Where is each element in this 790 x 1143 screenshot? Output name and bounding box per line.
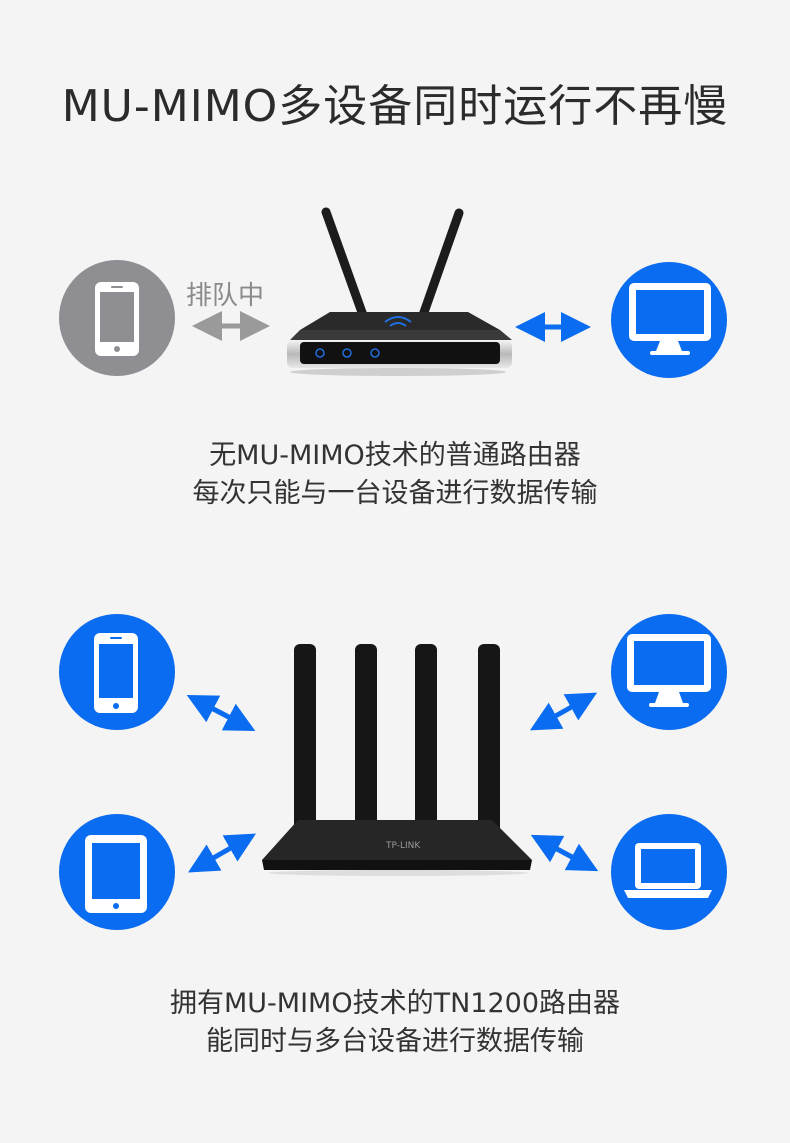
page-title: MU-MIMO多设备同时运行不再慢 xyxy=(61,81,729,132)
monitor-icon xyxy=(611,262,727,378)
tablet-icon xyxy=(59,814,175,930)
monitor-icon xyxy=(611,614,727,730)
smartphone-waiting-icon xyxy=(59,260,175,376)
router-standard-icon xyxy=(287,207,512,376)
caption-line: 拥有MU-MIMO技术的TN1200路由器 xyxy=(169,988,620,1019)
transfer-arrow xyxy=(529,692,598,731)
caption-line: 能同时与多台设备进行数据传输 xyxy=(206,1026,584,1057)
laptop-icon xyxy=(611,814,727,930)
standard-router-caption: 无MU-MIMO技术的普通路由器 每次只能与一台设备进行数据传输 xyxy=(0,437,790,513)
smartphone-icon xyxy=(59,614,175,730)
transfer-arrow xyxy=(186,695,256,731)
caption-line: 每次只能与一台设备进行数据传输 xyxy=(192,478,598,509)
svg-text:TP-LINK: TP-LINK xyxy=(385,841,421,851)
router-tn1200-icon: TP-LINK xyxy=(262,644,532,876)
tn1200-router-caption: 拥有MU-MIMO技术的TN1200路由器 能同时与多台设备进行数据传输 xyxy=(0,985,790,1061)
transfer-arrow xyxy=(187,833,257,873)
queue-label: 排队中 xyxy=(186,281,265,311)
caption-line: 无MU-MIMO技术的普通路由器 xyxy=(209,440,581,471)
transfer-arrow xyxy=(530,834,599,872)
